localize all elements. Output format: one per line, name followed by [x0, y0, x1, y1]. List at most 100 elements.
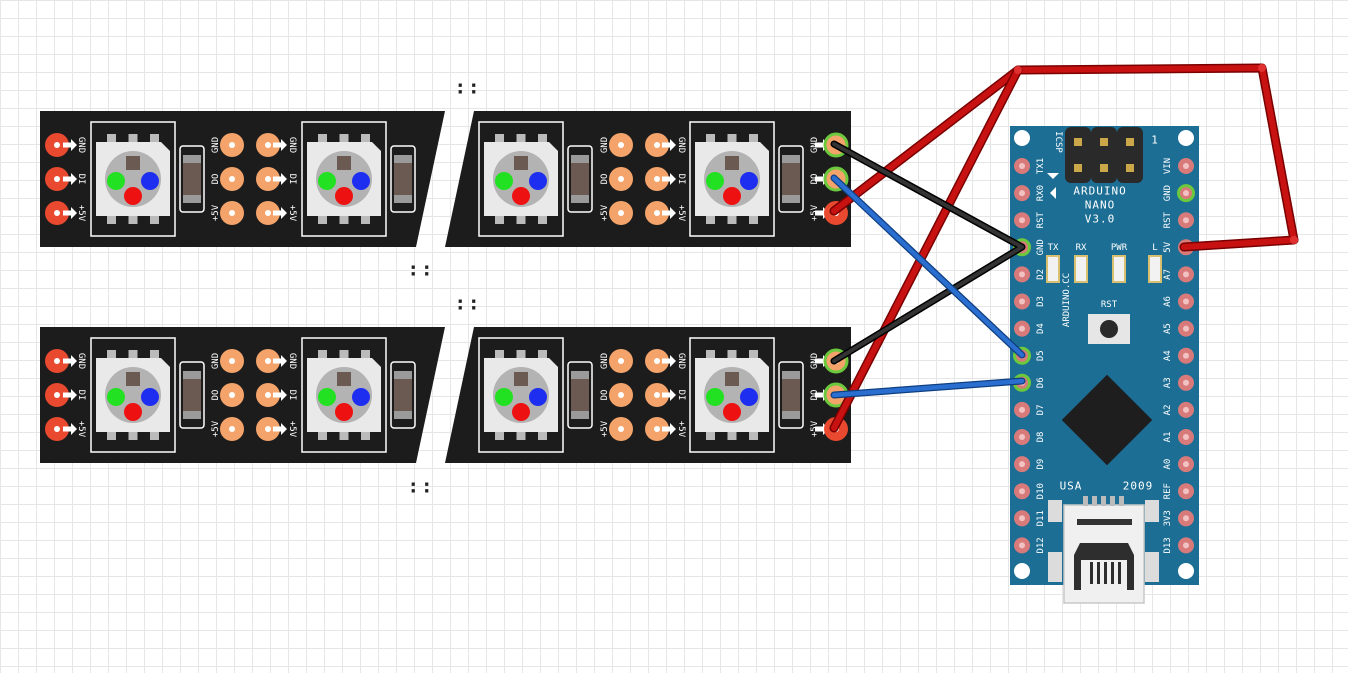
pin-label-d9: D9 [1036, 459, 1046, 470]
solder-pad [609, 349, 633, 373]
microcontroller-chip [1061, 374, 1153, 466]
tx-marker-icon [1047, 173, 1059, 179]
solder-pad [609, 383, 633, 407]
pin-tx1[interactable] [1014, 158, 1030, 174]
pin-a4[interactable] [1178, 347, 1194, 364]
led-strip-1: GNDDI+5VGNDDO+5VGNDDI+5VGNDDO+5VGNDDI+5V… [40, 111, 851, 247]
pin-d3[interactable] [1014, 293, 1030, 310]
pin-a1[interactable] [1178, 429, 1194, 445]
solder-pad [609, 417, 633, 441]
wire-data-strip2[interactable] [830, 377, 1026, 399]
pin-rst[interactable] [1178, 212, 1194, 229]
capacitor [390, 361, 416, 429]
pin-vin[interactable] [1178, 158, 1194, 174]
icsp-header[interactable] [1065, 127, 1143, 183]
pin-d9[interactable] [1014, 456, 1030, 473]
pin-d13[interactable] [1178, 537, 1194, 554]
pin-rx0[interactable] [1014, 185, 1030, 202]
pin-label-d13: D13 [1163, 537, 1173, 553]
pin-label-d8: D8 [1036, 432, 1046, 443]
pin-label-gnd: GND [211, 137, 221, 153]
capacitor [567, 361, 593, 429]
pin-label-5v: +5V [600, 420, 610, 437]
solder-pad [609, 201, 633, 225]
continuation-marks: : :: :: :: : [410, 78, 478, 498]
pin-label-a6: A6 [1163, 296, 1173, 307]
status-led [1148, 255, 1162, 283]
board-title-line: V3.0 [1085, 213, 1116, 226]
pin-label-rx0: RX0 [1036, 185, 1046, 201]
pin-label-gnd: GND [287, 353, 297, 369]
site-label: ARDUINO.CC [1062, 273, 1072, 327]
pin-label-gnd: GND [600, 137, 610, 153]
usb-connector[interactable] [1048, 496, 1159, 604]
pin-label-5v: +5V [676, 421, 686, 438]
pin-label-5v: +5V [76, 205, 86, 222]
pin-a0[interactable] [1178, 456, 1194, 473]
pin-label-d10: D10 [1036, 483, 1046, 499]
wire-data-strip1[interactable] [830, 174, 1026, 359]
pin-d11[interactable] [1014, 510, 1030, 527]
pin-label-do: DO [211, 390, 221, 401]
pin-label-d4: D4 [1036, 323, 1046, 334]
solder-pad [220, 383, 244, 407]
ws2812-led [689, 121, 775, 237]
pin-label-vin: VIN [1163, 158, 1173, 174]
continuation-dots: : : [457, 78, 478, 99]
pin-gnd[interactable] [1177, 184, 1195, 203]
pin-label-3v3: 3V3 [1163, 510, 1173, 526]
pin-a2[interactable] [1178, 401, 1194, 418]
board-title-line: ARDUINO [1073, 185, 1126, 198]
board-title-line: NANO [1085, 199, 1116, 212]
capacitor [567, 145, 593, 213]
pin-label-a3: A3 [1163, 377, 1173, 388]
pin-d12[interactable] [1014, 537, 1030, 554]
wire-gnd[interactable] [830, 140, 1026, 365]
pin-d2[interactable] [1014, 266, 1030, 283]
ws2812-led [478, 121, 564, 237]
pin-rst[interactable] [1014, 212, 1030, 229]
pin-ref[interactable] [1178, 483, 1194, 500]
pin-a6[interactable] [1178, 293, 1194, 310]
pin-label-gnd: GND [600, 353, 610, 369]
pin-label-di: DI [76, 174, 86, 185]
led-label-rx: RX [1076, 243, 1087, 253]
pin-label-a5: A5 [1163, 323, 1173, 334]
pin-d7[interactable] [1014, 401, 1030, 418]
pin-label-a4: A4 [1163, 350, 1173, 361]
status-led [1046, 255, 1060, 283]
reset-label: RST [1101, 300, 1118, 310]
mounting-hole [1014, 563, 1030, 579]
pin-a3[interactable] [1178, 374, 1194, 391]
wires [829, 63, 1299, 433]
wire-5v[interactable] [829, 63, 1299, 433]
pin-label-di: DI [676, 174, 686, 185]
pin-label-5v: +5V [287, 421, 297, 438]
pin-label-rst: RST [1163, 211, 1173, 228]
pin-label-gnd: GND [1036, 239, 1046, 255]
continuation-dots: : : [410, 260, 431, 281]
pin-label-di: DI [287, 390, 297, 401]
capacitor [390, 145, 416, 213]
mounting-hole [1178, 563, 1194, 579]
pin-a5[interactable] [1178, 320, 1194, 337]
pin-label-d3: D3 [1036, 296, 1046, 307]
pin-d8[interactable] [1014, 429, 1030, 445]
pin-label-5v: +5V [211, 420, 221, 437]
ws2812-led [301, 121, 387, 237]
pin-label-d2: D2 [1036, 269, 1046, 280]
pin-3v3[interactable] [1178, 510, 1194, 527]
pin-d10[interactable] [1014, 483, 1030, 500]
reset-button[interactable] [1088, 314, 1130, 344]
pin-label-di: DI [676, 390, 686, 401]
pin-label-gnd: GND [211, 353, 221, 369]
pin-a7[interactable] [1178, 266, 1194, 283]
ws2812-led [478, 337, 564, 453]
status-led [1074, 255, 1088, 283]
solder-pad [220, 133, 244, 157]
pin-label-rst: RST [1036, 211, 1046, 228]
continuation-dots: : : [410, 477, 431, 498]
pin-d4[interactable] [1014, 320, 1030, 337]
pin-label-a2: A2 [1163, 404, 1173, 415]
